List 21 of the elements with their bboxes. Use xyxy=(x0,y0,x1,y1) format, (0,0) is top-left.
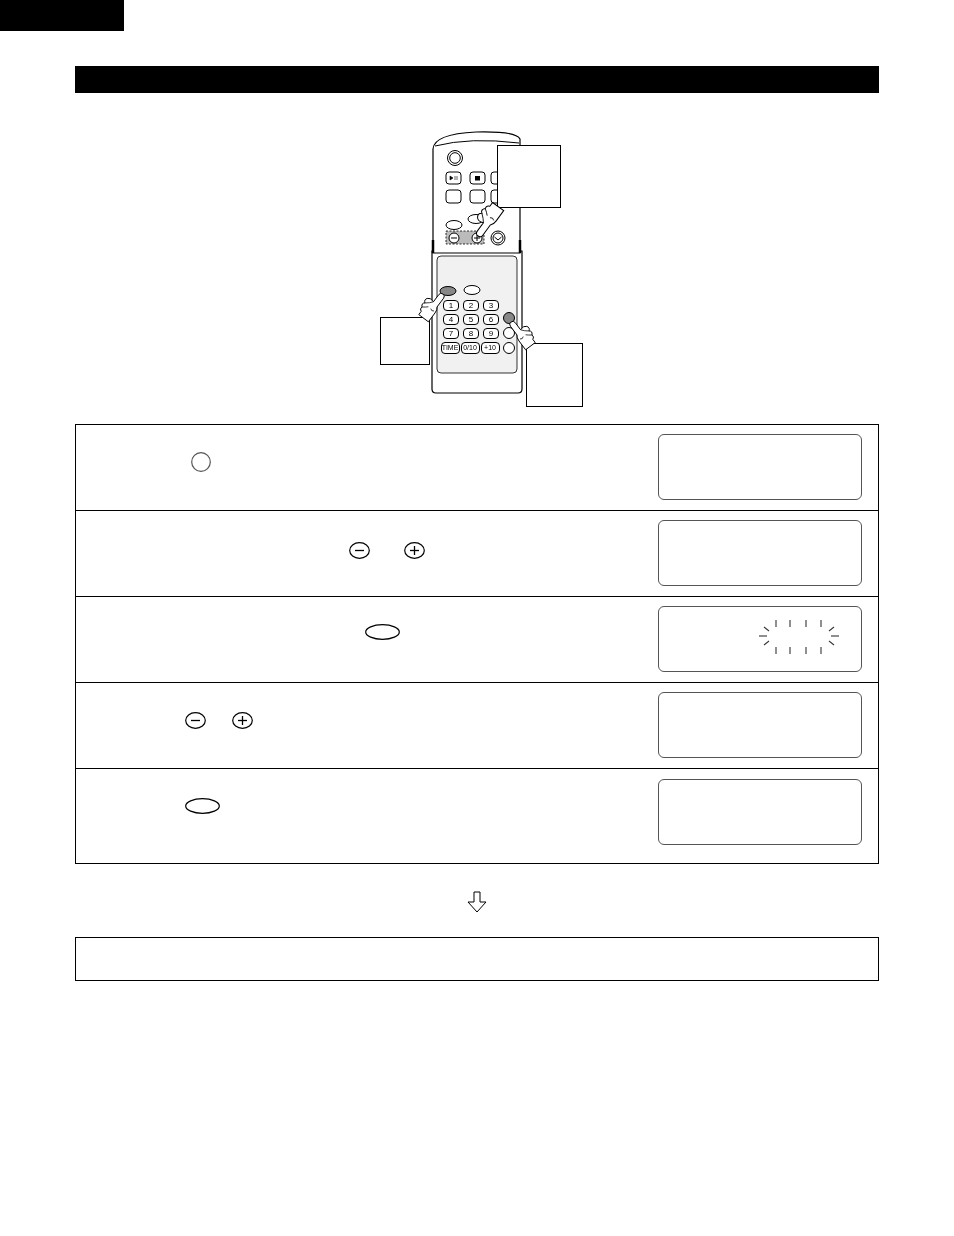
callout-box xyxy=(497,145,561,208)
note-box xyxy=(75,937,879,981)
remote-key: 4 xyxy=(443,313,459,325)
remote-key: 6 xyxy=(483,313,499,325)
lcd-display xyxy=(658,434,862,500)
remote-key: 5 xyxy=(463,313,479,325)
remote-key: 8 xyxy=(463,327,479,339)
lcd-display xyxy=(658,520,862,586)
header-band xyxy=(75,66,879,93)
lcd-display xyxy=(658,606,862,672)
callout-box xyxy=(526,343,583,407)
callout-box xyxy=(380,317,430,365)
remote-key: 3 xyxy=(483,299,499,311)
flow-arrow xyxy=(467,891,487,913)
remote-key: 2 xyxy=(463,299,479,311)
lcd-display xyxy=(658,779,862,845)
lcd-display xyxy=(658,692,862,758)
remote-key: 9 xyxy=(483,327,499,339)
remote-key: 7 xyxy=(443,327,459,339)
remote-key: 1 xyxy=(443,299,459,311)
page-tab xyxy=(0,0,124,31)
